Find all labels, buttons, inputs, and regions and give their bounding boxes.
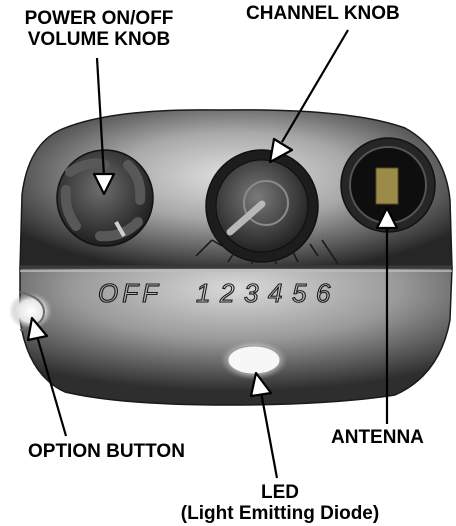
power-label-line1: POWER ON/OFF: [0, 8, 198, 29]
antenna-label: ANTENNA: [331, 427, 424, 448]
dial-channel-1: 1: [196, 278, 210, 308]
dial-channel-3: 3: [244, 278, 259, 308]
channel-knob-label: CHANNEL KNOB: [246, 3, 400, 24]
volume-knob[interactable]: [57, 150, 153, 246]
dial-off-label: OFF: [98, 278, 162, 308]
dial-channel-4: 4: [268, 278, 282, 308]
led: [220, 340, 288, 380]
channel-knob[interactable]: [206, 150, 318, 262]
power-volume-label: POWER ON/OFF VOLUME KNOB: [0, 8, 198, 50]
dial-channel-5: 5: [292, 278, 307, 308]
option-button-label: OPTION BUTTON: [28, 441, 185, 462]
power-label-line2: VOLUME KNOB: [0, 29, 198, 50]
dial-channel-6: 6: [316, 278, 331, 308]
led-label: LED (Light Emitting Diode): [150, 482, 410, 524]
led-label-line2: (Light Emitting Diode): [150, 503, 410, 524]
dial-channel-2: 2: [219, 278, 235, 308]
led-label-line1: LED: [150, 482, 410, 503]
